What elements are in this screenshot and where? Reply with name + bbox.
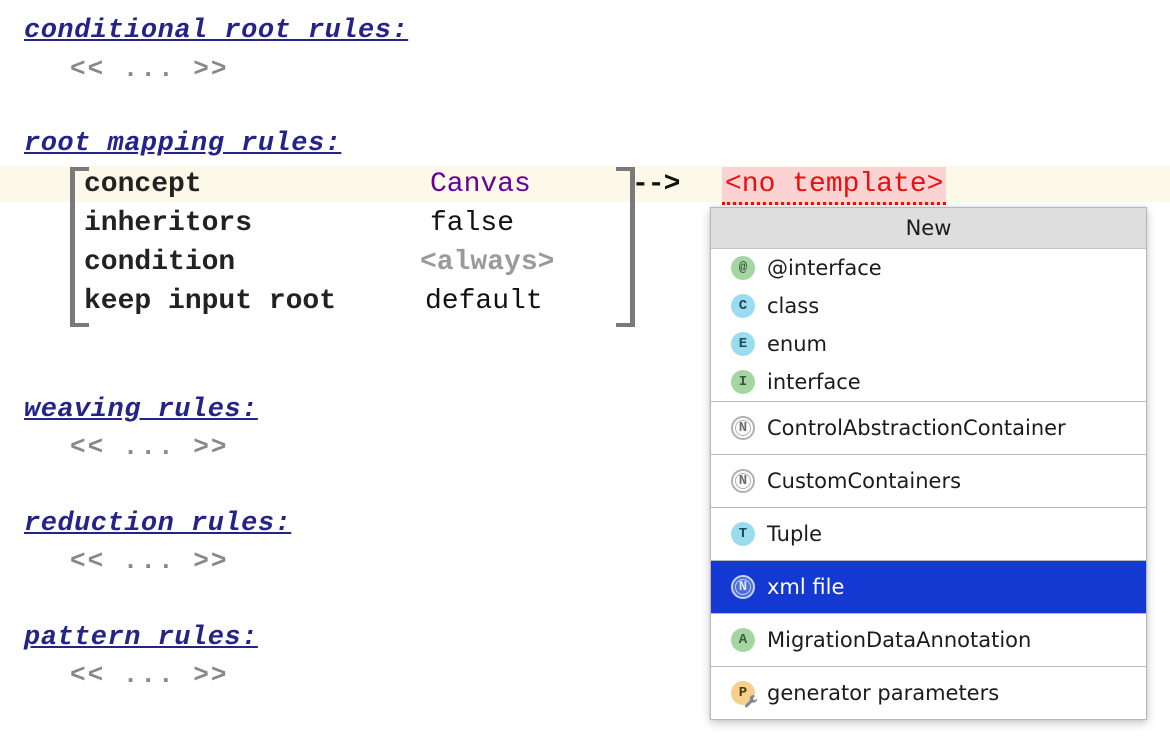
generator-parameters-wrench-icon: P <box>731 681 758 708</box>
bracket-right-icon <box>616 167 635 327</box>
mapping-value-inheritors[interactable]: false <box>430 208 515 239</box>
mapping-label-condition: condition <box>84 247 236 278</box>
popup-item-label: ControlAbstractionContainer <box>767 416 1066 440</box>
popup-item-at-interface[interactable]: @ @interface <box>711 249 1146 287</box>
node-n-icon: N <box>731 416 755 440</box>
popup-item-label: interface <box>767 370 861 394</box>
template-error-no-template[interactable]: <no template> <box>722 167 947 205</box>
section-title-reduction-rules[interactable]: reduction rules: <box>24 509 292 539</box>
interface-i-icon: I <box>731 370 755 394</box>
section-title-conditional-root-rules[interactable]: conditional root rules: <box>24 16 409 46</box>
section-title-root-mapping-rules[interactable]: root mapping rules: <box>24 129 342 159</box>
popup-separator <box>711 401 1146 402</box>
root-mapping-rule-block: concept Canvas inheritors false conditio… <box>70 165 635 327</box>
annotation-a-icon: A <box>731 628 755 652</box>
mapping-value-keep-input-root[interactable]: default <box>425 286 543 317</box>
popup-separator <box>711 613 1146 614</box>
mapping-value-condition[interactable]: <always> <box>420 247 555 278</box>
mapping-label-keep-input-root: keep input root <box>84 286 337 317</box>
popup-item-label: class <box>767 294 820 318</box>
bracket-left-icon <box>70 167 89 327</box>
popup-separator <box>711 666 1146 667</box>
popup-item-control-abstraction-container[interactable]: N ControlAbstractionContainer <box>711 402 1146 454</box>
tuple-t-icon: T <box>731 522 755 546</box>
mapping-row-condition[interactable]: condition <always> <box>70 243 630 282</box>
popup-item-xml-file[interactable]: N xml file <box>711 561 1146 613</box>
popup-separator <box>711 454 1146 455</box>
collapsed-placeholder-reduction-rules[interactable]: << ... >> <box>70 546 229 576</box>
popup-item-generator-parameters[interactable]: P generator parameters <box>711 667 1146 719</box>
popup-group-primitives: @ @interface C class E enum I interface <box>711 249 1146 401</box>
mapping-label-inheritors: inheritors <box>84 208 253 239</box>
popup-item-label: MigrationDataAnnotation <box>767 628 1032 652</box>
collapsed-placeholder-weaving-rules[interactable]: << ... >> <box>70 432 229 462</box>
mapping-row-concept[interactable]: concept Canvas <box>70 165 630 204</box>
annotation-at-icon: @ <box>731 256 755 280</box>
popup-item-interface[interactable]: I interface <box>711 363 1146 401</box>
popup-item-tuple[interactable]: T Tuple <box>711 508 1146 560</box>
popup-item-enum[interactable]: E enum <box>711 325 1146 363</box>
collapsed-placeholder-pattern-rules[interactable]: << ... >> <box>70 660 229 690</box>
enum-e-icon: E <box>731 332 755 356</box>
caret-line-highlight <box>0 166 1170 202</box>
popup-item-label: enum <box>767 332 827 356</box>
class-c-icon: C <box>731 294 755 318</box>
section-title-pattern-rules[interactable]: pattern rules: <box>24 623 258 653</box>
popup-item-label: Tuple <box>767 522 823 546</box>
popup-item-custom-containers[interactable]: N CustomContainers <box>711 455 1146 507</box>
popup-item-migration-data-annotation[interactable]: A MigrationDataAnnotation <box>711 614 1146 666</box>
new-node-popup: New @ @interface C class E enum I interf… <box>710 207 1147 720</box>
node-n-icon: N <box>731 575 755 599</box>
section-title-weaving-rules[interactable]: weaving rules: <box>24 395 258 425</box>
mapping-row-keep-input-root[interactable]: keep input root default <box>70 282 630 321</box>
popup-item-label: @interface <box>767 256 882 280</box>
popup-item-class[interactable]: C class <box>711 287 1146 325</box>
popup-title: New <box>711 208 1146 249</box>
popup-item-label: xml file <box>767 575 845 599</box>
mapping-label-concept: concept <box>84 169 202 200</box>
popup-item-label: CustomContainers <box>767 469 962 493</box>
popup-separator <box>711 560 1146 561</box>
popup-separator <box>711 507 1146 508</box>
popup-item-label: generator parameters <box>767 681 1000 705</box>
wrench-icon <box>744 694 759 709</box>
mapping-arrow-icon: --> <box>632 169 680 200</box>
mapping-value-concept[interactable]: Canvas <box>430 169 531 200</box>
mapping-row-inheritors[interactable]: inheritors false <box>70 204 630 243</box>
collapsed-placeholder-conditional-root-rules[interactable]: << ... >> <box>70 54 229 84</box>
node-n-icon: N <box>731 469 755 493</box>
